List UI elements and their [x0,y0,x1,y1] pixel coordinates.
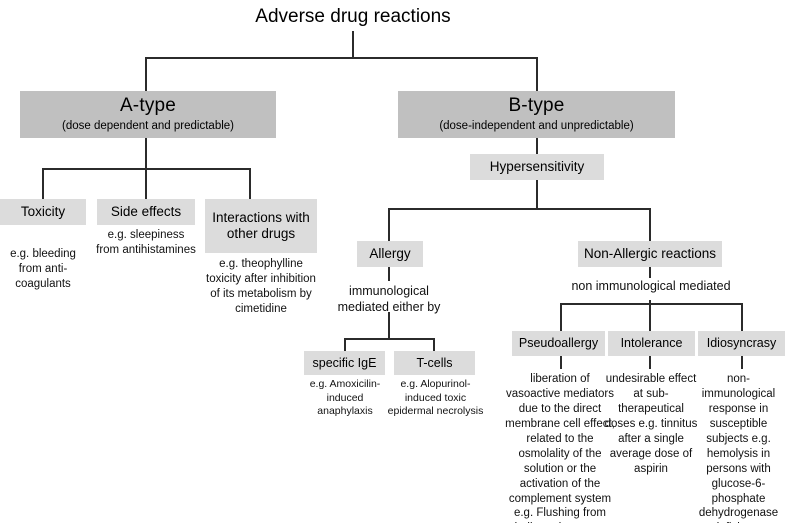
connector-non-allergic-stem [649,267,651,278]
connector-hypersensitivity-bar [388,208,650,210]
node-pseudoallergy-label: Pseudoallergy [518,336,599,351]
node-b-type-subtitle: (dose-independent and unpredictable) [439,120,634,133]
node-allergy-label: Allergy [369,246,411,262]
node-a-type-subtitle: (dose dependent and predictable) [62,120,234,133]
node-specific-ige-label: specific IgE [312,355,377,370]
node-a-type[interactable]: A-type (dose dependent and predictable) [20,91,276,138]
note-intolerance-example: undesirable effect at sub-therapeutical … [604,373,698,475]
node-b-type-title: B-type [508,95,565,117]
connector-non-allergic-to-intolerance [649,303,651,331]
node-non-allergic[interactable]: Non-Allergic reactions [578,241,722,267]
connector-allergy-to-ige [344,338,346,352]
node-b-type[interactable]: B-type (dose-independent and unpredictab… [398,91,675,138]
connector-non-allergic-to-idiosyncrasy [741,303,743,331]
note-specific-ige-example: e.g. Amoxicilin-induced anaphylaxis [309,378,381,418]
page-title: Adverse drug reactions [255,6,451,27]
node-t-cells[interactable]: T-cells [394,351,475,375]
connector-non-allergic-bar [560,303,742,305]
connector-atype-to-side-effects [145,168,147,199]
node-hypersensitivity-label: Hypersensitivity [489,159,585,175]
connector-root-stem [352,31,354,58]
connector-allergy-stem [388,267,390,281]
node-hypersensitivity[interactable]: Hypersensitivity [470,154,604,180]
connector-allergy-to-t-cells [433,338,435,352]
note-allergy-mediation: immunological mediated either by [337,284,441,315]
node-toxicity-label: Toxicity [20,204,66,220]
node-a-type-title: A-type [119,95,177,117]
node-intolerance-label: Intolerance [620,336,683,351]
node-toxicity[interactable]: Toxicity [0,199,86,225]
connector-hypersensitivity-to-allergy [388,208,390,241]
connector-root-to-btype [536,57,538,91]
connector-btype-to-hypersensitivity [536,138,538,154]
node-intolerance[interactable]: Intolerance [608,331,695,356]
node-idiosyncrasy[interactable]: Idiosyncrasy [698,331,785,356]
connector-idiosyncrasy-stem [741,356,743,369]
node-interactions[interactable]: Interactions with other drugs [205,199,317,253]
node-side-effects-label: Side effects [110,204,182,220]
node-t-cells-label: T-cells [416,355,453,370]
connector-atype-to-interactions [249,168,251,199]
node-allergy[interactable]: Allergy [357,241,423,267]
note-toxicity-example: e.g. bleeding from anti-coagulants [10,248,76,290]
node-idiosyncrasy-label: Idiosyncrasy [706,336,777,351]
connector-atype-stem [145,138,147,169]
connector-non-allergic-to-pseudoallergy [560,303,562,331]
connector-intolerance-stem [649,356,651,369]
connector-hypersensitivity-stem [536,180,538,209]
node-non-allergic-label: Non-Allergic reactions [583,246,717,262]
node-interactions-label: Interactions with other drugs [212,210,310,241]
connector-atype-to-toxicity [42,168,44,199]
note-side-effects-example: e.g. sleepiness from antihistamines [96,229,196,256]
connector-allergy-split-stem [388,312,390,339]
node-pseudoallergy[interactable]: Pseudoallergy [512,331,605,356]
node-side-effects[interactable]: Side effects [97,199,195,225]
connector-pseudoallergy-stem [560,356,562,369]
connector-root-bar [145,57,538,59]
note-interactions-example: e.g. theophylline toxicity after inhibit… [206,258,316,315]
note-non-allergic-mediation: non immunological mediated [571,279,731,293]
note-t-cells-example: e.g. Alopurinol-induced toxic epidermal … [387,378,484,418]
connector-root-to-atype [145,57,147,91]
connector-hypersensitivity-to-non-allergic [649,208,651,241]
node-specific-ige[interactable]: specific IgE [304,351,385,375]
note-pseudoallergy-example: liberation of vasoactive mediators due t… [505,373,615,523]
note-idiosyncrasy-example: non-immunological response in susceptibl… [698,373,779,523]
connector-allergy-bar [344,338,434,340]
